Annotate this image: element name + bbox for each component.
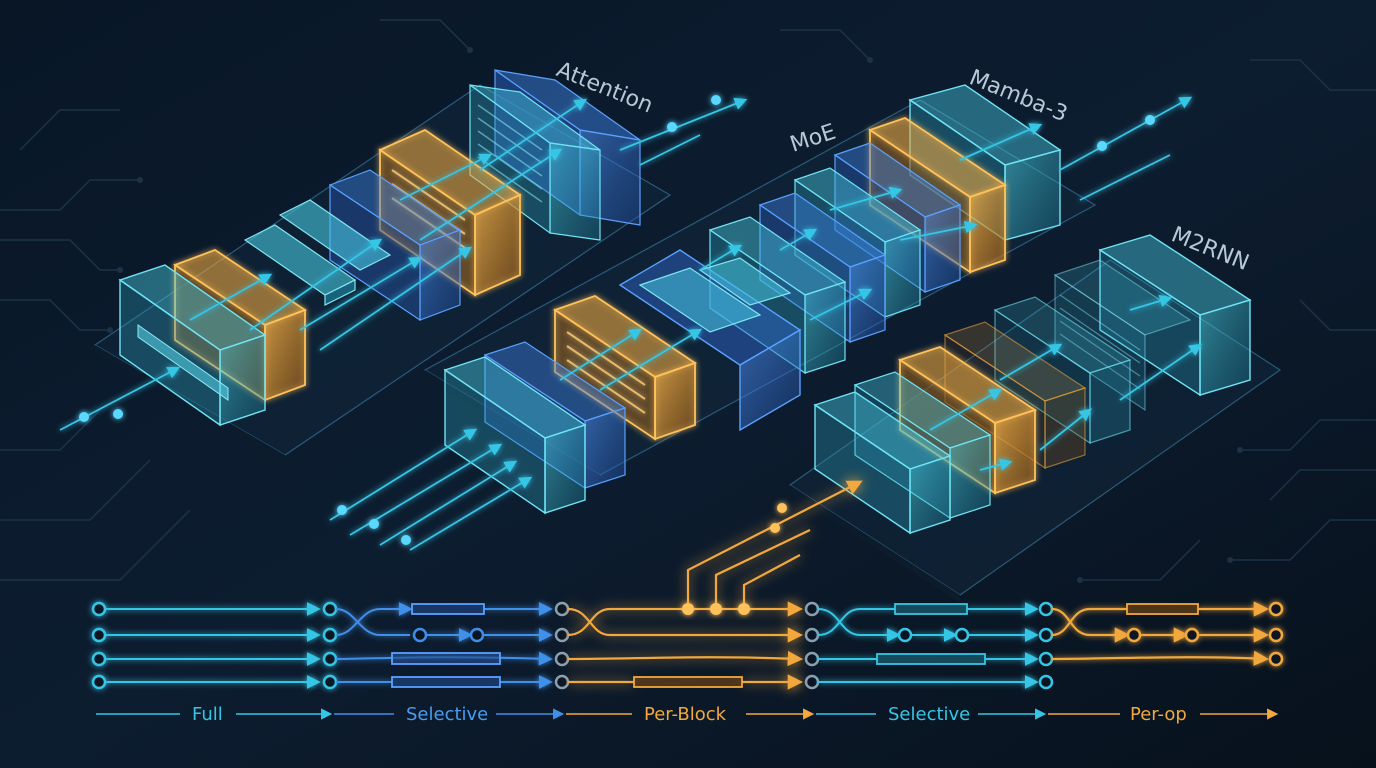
strategy-legend: Full Selective Per-Block Selective Per-o…	[96, 704, 1279, 725]
m2rnn-platform-shadow	[790, 485, 960, 603]
selective-2-bars	[876, 603, 986, 665]
full-lines	[99, 602, 321, 689]
moe-flow-dots	[337, 115, 1155, 545]
moe-group: MoE Mamba-3	[329, 65, 1193, 551]
junction-3-nodes	[804, 601, 820, 690]
m2rnn-ghost-block	[993, 296, 1132, 445]
checkpoint-network	[91, 601, 1284, 690]
moe-flow-lines	[329, 96, 1193, 551]
legend-per-op-label: Per-op	[1130, 704, 1187, 725]
m2rnn-block-front	[813, 391, 952, 535]
attention-flow-lines	[59, 97, 748, 431]
circuit-traces	[0, 19, 1376, 581]
attention-group: Attention	[59, 57, 748, 463]
legend-selective-2-label: Selective	[888, 704, 970, 725]
attention-block-front-cyan	[118, 264, 267, 427]
per-op-lines	[1051, 601, 1270, 666]
per-op-nodes	[1126, 601, 1284, 667]
legend-full-label: Full	[192, 704, 223, 725]
m2rnn-block-rear	[1098, 234, 1252, 397]
circuit-nodes	[107, 47, 1243, 583]
per-op-bar	[1126, 603, 1199, 615]
selective-1-bars	[391, 603, 501, 688]
m2rnn-flow-lines	[929, 294, 1203, 471]
per-block-nodes	[682, 603, 750, 615]
per-block-bar	[633, 676, 743, 688]
moe-block-orange	[553, 295, 697, 441]
m2rnn-striped-block	[1053, 259, 1192, 412]
per-block-lines	[567, 601, 804, 690]
per-block-riser	[686, 480, 863, 608]
attention-flow-dots	[79, 95, 721, 422]
full-nodes	[91, 601, 338, 690]
legend-per-block-label: Per-Block	[644, 704, 727, 725]
selective-2-lines	[817, 602, 1039, 689]
legend-selective-1-label: Selective	[406, 704, 488, 725]
per-block-riser-dots	[770, 503, 787, 533]
selective-1-nodes	[412, 627, 485, 643]
moe-router	[618, 249, 802, 432]
m2rnn-group: M2RNN	[788, 222, 1282, 603]
